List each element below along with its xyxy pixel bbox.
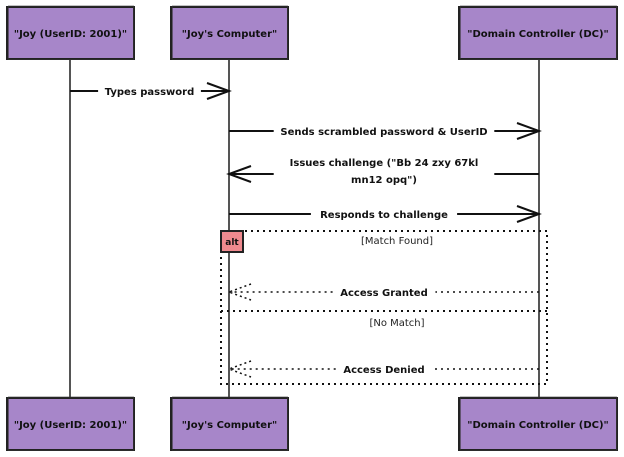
participant-box-sketch (460, 396, 617, 451)
alt-message-2: Access Denied (226, 360, 539, 378)
participant-label: "Joy (UserID: 2001)" (14, 29, 127, 40)
message-label: Issues challenge ("Bb 24 zxy 67kl (290, 158, 479, 169)
alt-label-box (220, 230, 244, 253)
participant-label: "Domain Controller (DC)" (467, 29, 609, 40)
participant-box-sketch (8, 5, 134, 60)
participant-box (458, 6, 618, 60)
participant-label: "Domain Controller (DC)" (467, 420, 609, 431)
alt-message-1: Access Granted (226, 283, 539, 301)
message-4: Responds to challenge (229, 205, 542, 223)
message-label: Access Granted (340, 288, 428, 299)
participant-dc-bottom: "Domain Controller (DC)" (458, 396, 618, 451)
participant-computer-bottom: "Joy's Computer" (170, 396, 289, 451)
message-label: Sends scrambled password & UserID (280, 127, 487, 138)
message-label: Types password (105, 87, 195, 98)
arrowhead-icon (226, 165, 252, 183)
participant-computer-top: "Joy's Computer" (170, 5, 289, 60)
message-label: Access Denied (343, 365, 424, 376)
alt-label: alt (225, 238, 239, 248)
alt-label-tag: alt (220, 230, 244, 253)
message-1: Types password (70, 82, 232, 100)
participant-box (170, 397, 289, 451)
participant-label: "Joy's Computer" (182, 29, 277, 40)
arrowhead-icon (516, 205, 542, 223)
participant-box-sketch (8, 396, 134, 451)
participant-box-sketch (460, 5, 617, 60)
arrowhead-icon (516, 122, 542, 140)
alt-frame-border (220, 230, 548, 385)
participant-box-sketch (172, 396, 288, 451)
participant-joy-bottom: "Joy (UserID: 2001)" (6, 396, 135, 451)
participant-dc-top: "Domain Controller (DC)" (458, 5, 618, 60)
alt-guard: [No Match] (369, 318, 424, 329)
message-label: mn12 opq") (351, 175, 417, 186)
alt-guard: [Match Found] (361, 236, 433, 247)
message-label: Responds to challenge (320, 210, 448, 221)
participant-box (6, 6, 135, 60)
arrowhead-icon (206, 82, 232, 100)
participant-joy-top: "Joy (UserID: 2001)" (6, 5, 135, 60)
participant-box-sketch (172, 5, 288, 60)
participant-label: "Joy (UserID: 2001)" (14, 420, 127, 431)
participant-label: "Joy's Computer" (182, 420, 277, 431)
message-3: Issues challenge ("Bb 24 zxy 67kl mn12 op… (226, 158, 539, 186)
message-2: Sends scrambled password & UserID (229, 122, 542, 140)
